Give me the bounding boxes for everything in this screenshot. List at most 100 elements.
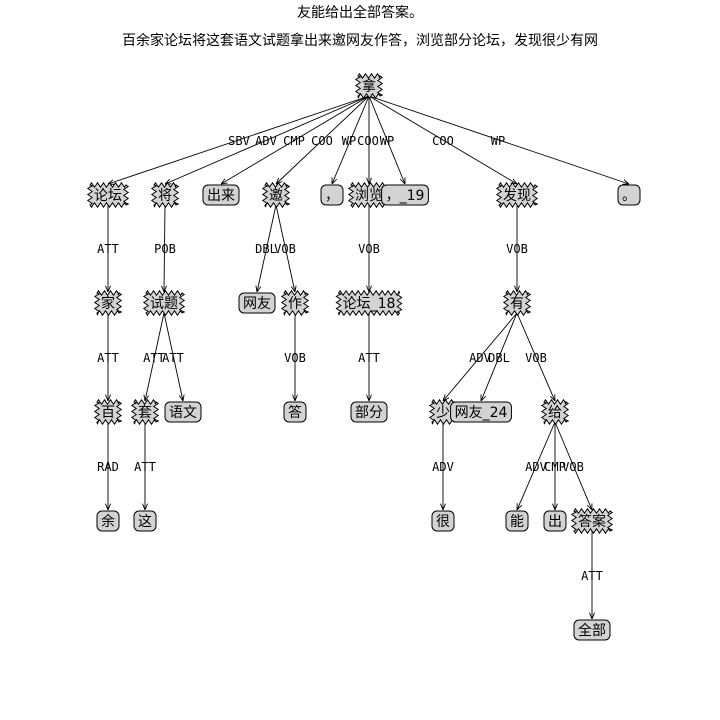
node-box: [86, 181, 130, 209]
node-label: 试题: [150, 296, 178, 312]
node-label: 将: [158, 188, 172, 204]
tree-node: 给: [540, 398, 570, 426]
node-box: [570, 507, 614, 535]
edge-label: RAD: [97, 460, 119, 474]
edge-label: CMP: [283, 134, 305, 148]
dependency-edge: [257, 204, 277, 292]
node-box: [133, 510, 157, 532]
tree-node: 将: [150, 181, 180, 209]
edge-label: ATT: [134, 460, 156, 474]
tree-node: ，_19: [381, 184, 429, 206]
node-box: [617, 184, 641, 206]
dependency-edge: [368, 95, 517, 184]
node-label: 拿: [362, 78, 376, 95]
node-label: 余: [101, 513, 115, 530]
tree-node: ，: [320, 184, 344, 206]
edge-label: ADV: [432, 460, 454, 474]
tree-node: 很: [431, 510, 455, 532]
node-label: 网友: [243, 296, 271, 312]
tree-node: 出来: [202, 184, 240, 206]
node-box: [142, 289, 186, 317]
node-label: 这: [138, 513, 152, 530]
edge-label: ADV: [469, 351, 491, 365]
dependency-edge: [517, 421, 556, 510]
diagram-title-line-1: 友能给出全部答案。: [297, 5, 423, 21]
node-box: [150, 181, 180, 209]
node-label: 出: [548, 514, 562, 530]
node-label: 给: [548, 405, 562, 421]
node-box: [130, 398, 160, 426]
tree-node: 部分: [350, 401, 388, 423]
edge-label: ADV: [255, 134, 277, 148]
edge-label: ATT: [143, 351, 165, 365]
node-label: 套: [138, 405, 152, 421]
edge-label: ADV: [525, 460, 547, 474]
node-label: ，_19: [386, 188, 425, 204]
edge-label: VOB: [358, 242, 380, 256]
tree-node: 网友: [238, 292, 276, 314]
edge-label: VOB: [525, 351, 547, 365]
edge-label: WP: [342, 134, 356, 148]
node-box: [450, 401, 512, 423]
node-label: 邀: [269, 188, 283, 204]
node-label: 网友_24: [455, 405, 508, 421]
tree-node: 论坛: [86, 181, 130, 209]
dependency-edge: [221, 95, 370, 184]
tree-node: 答: [283, 401, 307, 423]
node-label: 有: [510, 296, 524, 312]
node-box: [320, 184, 344, 206]
tree-node: 能: [505, 510, 529, 532]
node-box: [431, 510, 455, 532]
tree-node: 余: [96, 510, 120, 532]
node-label: 能: [510, 514, 524, 530]
node-box: [381, 184, 429, 206]
tree-node: 拿: [354, 72, 384, 100]
dependency-edge: [164, 204, 165, 292]
edge-label: ATT: [162, 351, 184, 365]
edge-label: WP: [380, 134, 394, 148]
node-label: 全部: [578, 622, 606, 639]
edge-label: COO: [432, 134, 454, 148]
dependency-edge: [516, 312, 555, 401]
edge-label: VOB: [284, 351, 306, 365]
tree-node: 作: [280, 289, 310, 317]
dependency-edge: [368, 95, 629, 184]
tree-node: 。: [617, 184, 641, 206]
dependency-edge: [108, 95, 370, 184]
node-label: 百: [101, 405, 115, 421]
edge-label: SBV: [228, 134, 250, 148]
node-label: 出来: [207, 188, 235, 204]
dependency-edge: [276, 95, 370, 184]
edge-label: ATT: [358, 351, 380, 365]
edge-label: ATT: [97, 242, 119, 256]
tree-node: 家: [93, 289, 123, 317]
node-label: 论坛: [94, 188, 122, 204]
node-box: [202, 184, 240, 206]
node-label: 部分: [355, 405, 383, 421]
node-box: [93, 289, 123, 317]
dependency-edge: [163, 312, 183, 401]
tree-node: 邀: [261, 181, 291, 209]
tree-node: 发现: [495, 181, 539, 209]
dependency-edge: [443, 312, 518, 401]
edge-label: VOB: [506, 242, 528, 256]
node-box: [283, 401, 307, 423]
edge-label: WP: [491, 134, 505, 148]
node-label: 很: [436, 514, 450, 530]
tree-node: 百: [93, 398, 123, 426]
node-label: 语文: [169, 405, 197, 421]
edge-label: COO: [357, 134, 379, 148]
tree-node: 答案: [570, 507, 614, 535]
node-label: 浏览: [355, 188, 383, 204]
dependency-edge: [368, 95, 405, 184]
node-box: [540, 398, 570, 426]
edge-label: DBL: [488, 351, 510, 365]
tree-node: 套: [130, 398, 160, 426]
node-label: 发现: [503, 188, 531, 204]
tree-node: 论坛_18: [335, 289, 403, 317]
tree-node: 全部: [573, 619, 611, 641]
edge-label: DBL: [255, 242, 277, 256]
node-label: 少: [436, 405, 450, 421]
node-box: [261, 181, 291, 209]
